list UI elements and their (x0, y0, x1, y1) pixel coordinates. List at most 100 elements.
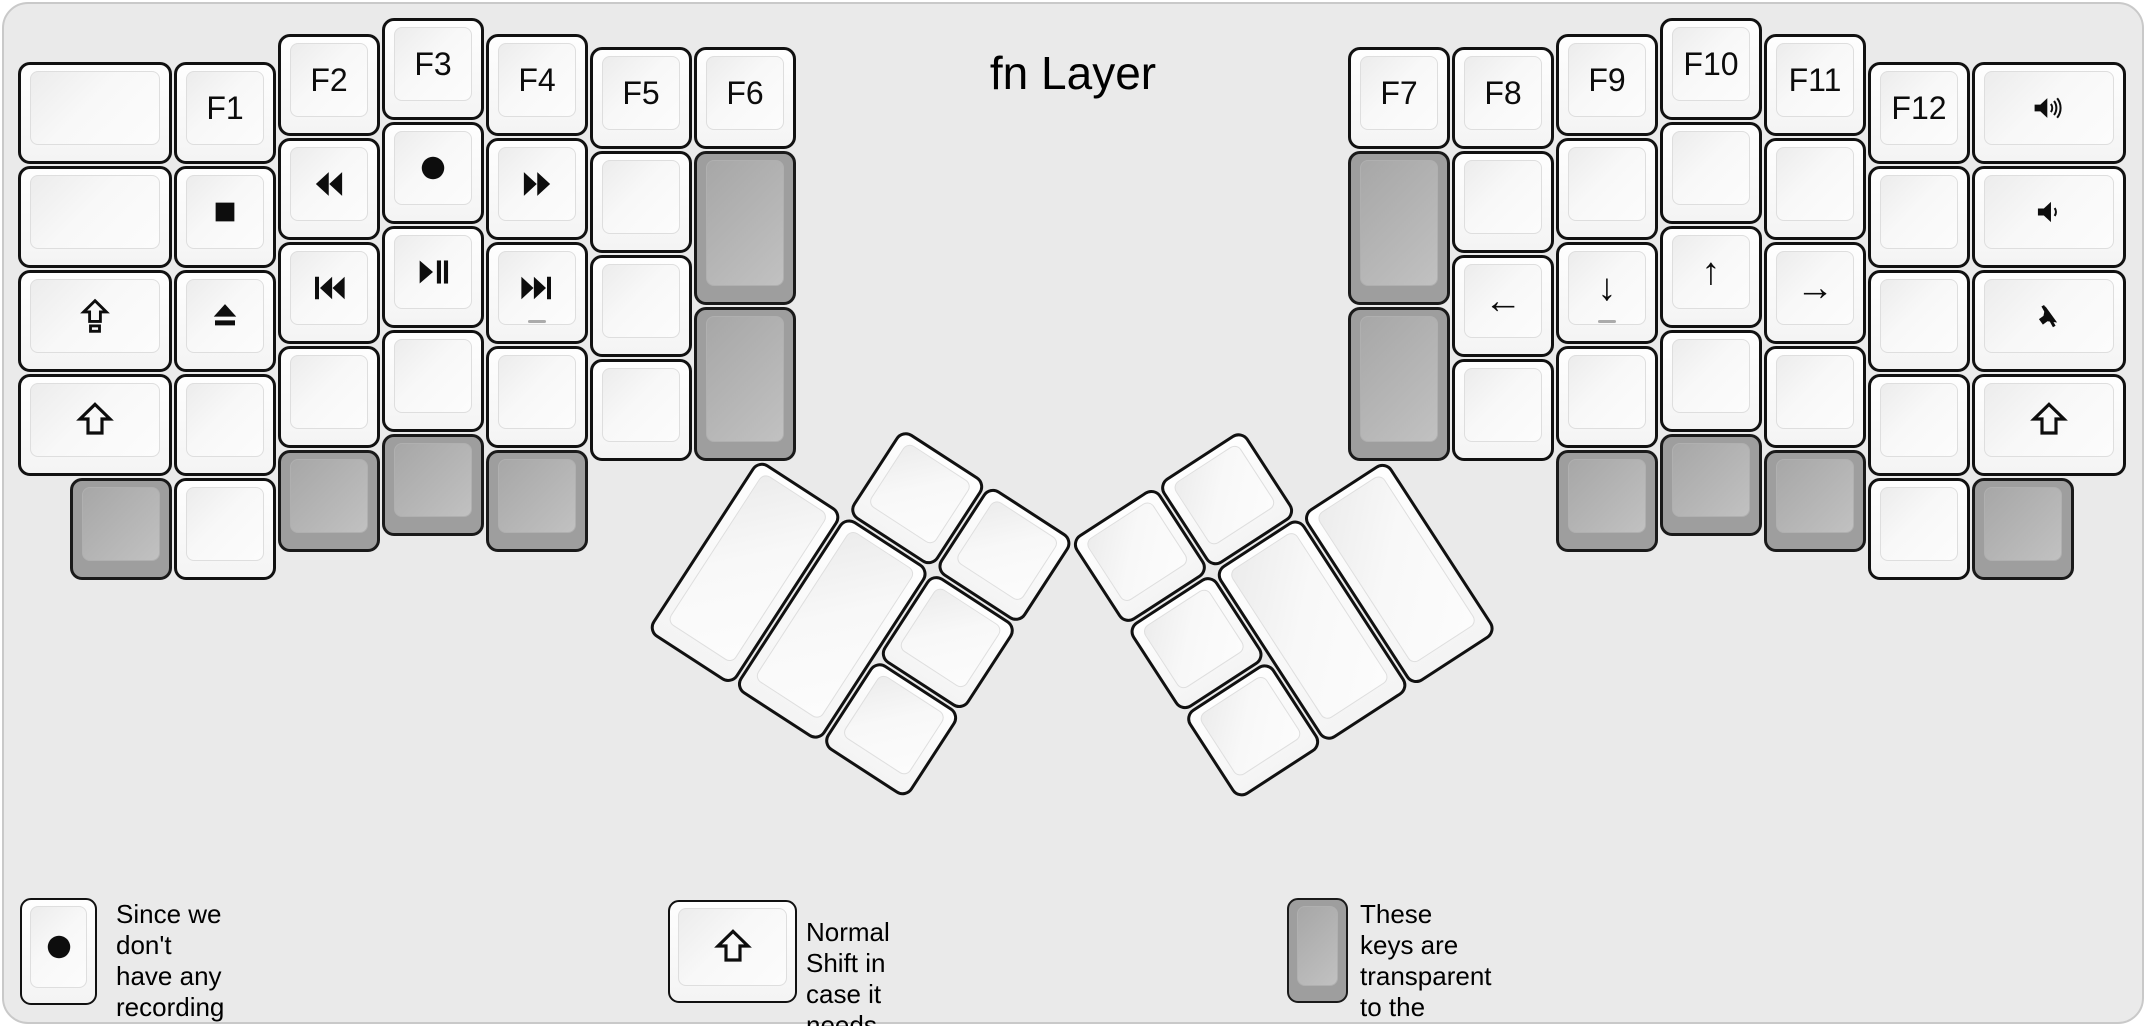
volume-down-icon (2033, 197, 2065, 227)
shift-icon (75, 400, 115, 440)
legend-key-normal-shift (668, 900, 797, 1003)
key-transparent[interactable] (694, 151, 796, 305)
key-fast-forward[interactable] (486, 138, 588, 240)
key-transparent[interactable] (1348, 307, 1450, 461)
key-blank[interactable] (18, 62, 172, 164)
key-arrow-up[interactable]: ↑ (1660, 226, 1762, 328)
key-blank[interactable] (1660, 122, 1762, 224)
key-transparent[interactable] (1972, 478, 2074, 580)
key-transparent[interactable] (486, 450, 588, 552)
key-shift[interactable] (18, 374, 172, 476)
key-f5[interactable]: F5 (590, 47, 692, 149)
key-transparent[interactable] (1660, 434, 1762, 536)
key-f12[interactable]: F12 (1868, 62, 1970, 164)
key-f6[interactable]: F6 (694, 47, 796, 149)
key-arrow-left[interactable]: ← (1452, 255, 1554, 357)
key-arrow-down[interactable]: ↓ (1556, 242, 1658, 344)
key-eject[interactable] (174, 270, 276, 372)
play-pause-icon (416, 257, 450, 287)
rewind-icon (312, 169, 346, 199)
key-next-track[interactable] (486, 242, 588, 344)
key-blank[interactable] (590, 151, 692, 253)
key-record[interactable] (382, 122, 484, 224)
caps-lock-icon (77, 296, 113, 336)
layer-title: fn Layer (989, 47, 1157, 99)
shift-icon (713, 927, 753, 967)
key-transparent[interactable] (1764, 450, 1866, 552)
key-blank[interactable] (1452, 151, 1554, 253)
key-f4[interactable]: F4 (486, 34, 588, 136)
key-volume-up[interactable] (1972, 62, 2126, 164)
key-blank[interactable] (1868, 270, 1970, 372)
key-label: F8 (1484, 74, 1522, 111)
key-label: F6 (726, 74, 764, 111)
key-rewind[interactable] (278, 138, 380, 240)
key-label: F5 (622, 74, 660, 111)
legend-key-transparent (1287, 898, 1348, 1003)
key-label: F12 (1891, 89, 1947, 126)
key-caps-lock[interactable] (18, 270, 172, 372)
key-transparent[interactable] (694, 307, 796, 461)
key-blank[interactable] (1764, 138, 1866, 240)
volume-mute-icon (2032, 301, 2066, 331)
key-blank[interactable] (18, 166, 172, 268)
key-volume-mute[interactable] (1972, 270, 2126, 372)
key-blank[interactable] (278, 346, 380, 448)
key-f8[interactable]: F8 (1452, 47, 1554, 149)
key-blank[interactable] (174, 478, 276, 580)
key-arrow-right[interactable]: → (1764, 242, 1866, 344)
key-play-pause[interactable] (382, 226, 484, 328)
key-f1[interactable]: F1 (174, 62, 276, 164)
key-transparent[interactable] (382, 434, 484, 536)
record-icon (418, 153, 448, 183)
key-blank[interactable] (382, 330, 484, 432)
key-f11[interactable]: F11 (1764, 34, 1866, 136)
key-blank[interactable] (1764, 346, 1866, 448)
key-f9[interactable]: F9 (1556, 34, 1658, 136)
key-blank[interactable] (1556, 138, 1658, 240)
key-label: ↑ (1701, 250, 1721, 293)
key-label: ← (1484, 279, 1522, 322)
key-label: F2 (310, 61, 348, 98)
key-blank[interactable] (1660, 330, 1762, 432)
key-blank[interactable] (174, 374, 276, 476)
stop-icon (210, 197, 240, 227)
key-blank[interactable] (1868, 478, 1970, 580)
key-f3[interactable]: F3 (382, 18, 484, 120)
legend-text-transparent: These keys are transparent to the layout… (1360, 899, 1492, 1026)
key-f2[interactable]: F2 (278, 34, 380, 136)
key-label: → (1796, 266, 1834, 309)
eject-icon (209, 301, 241, 331)
key-blank[interactable] (590, 359, 692, 461)
key-f10[interactable]: F10 (1660, 18, 1762, 120)
key-blank[interactable] (1556, 346, 1658, 448)
key-blank[interactable] (590, 255, 692, 357)
key-blank[interactable] (1868, 166, 1970, 268)
key-shift[interactable] (1972, 374, 2126, 476)
key-label: F10 (1683, 45, 1739, 82)
key-blank[interactable] (1868, 374, 1970, 476)
key-transparent[interactable] (1348, 151, 1450, 305)
key-stop[interactable] (174, 166, 276, 268)
key-blank[interactable] (1452, 359, 1554, 461)
key-blank[interactable] (486, 346, 588, 448)
key-label: F4 (518, 61, 556, 98)
key-transparent[interactable] (1556, 450, 1658, 552)
key-label: F7 (1380, 74, 1418, 111)
key-label: F3 (414, 45, 452, 82)
legend-key-media-select (20, 898, 97, 1005)
fast-forward-icon (520, 169, 554, 199)
homing-bar (528, 320, 546, 323)
legend-text-media-select: Since we don't have any recording key, t… (116, 899, 225, 1026)
key-transparent[interactable] (70, 478, 172, 580)
key-transparent[interactable] (278, 450, 380, 552)
homing-bar (1598, 320, 1616, 323)
key-volume-down[interactable] (1972, 166, 2126, 268)
next-track-icon (519, 273, 555, 303)
key-label: ↓ (1597, 266, 1617, 309)
key-f7[interactable]: F7 (1348, 47, 1450, 149)
legend-text-normal-shift: Normal Shift in case it needs to be send… (806, 917, 890, 1026)
key-previous-track[interactable] (278, 242, 380, 344)
